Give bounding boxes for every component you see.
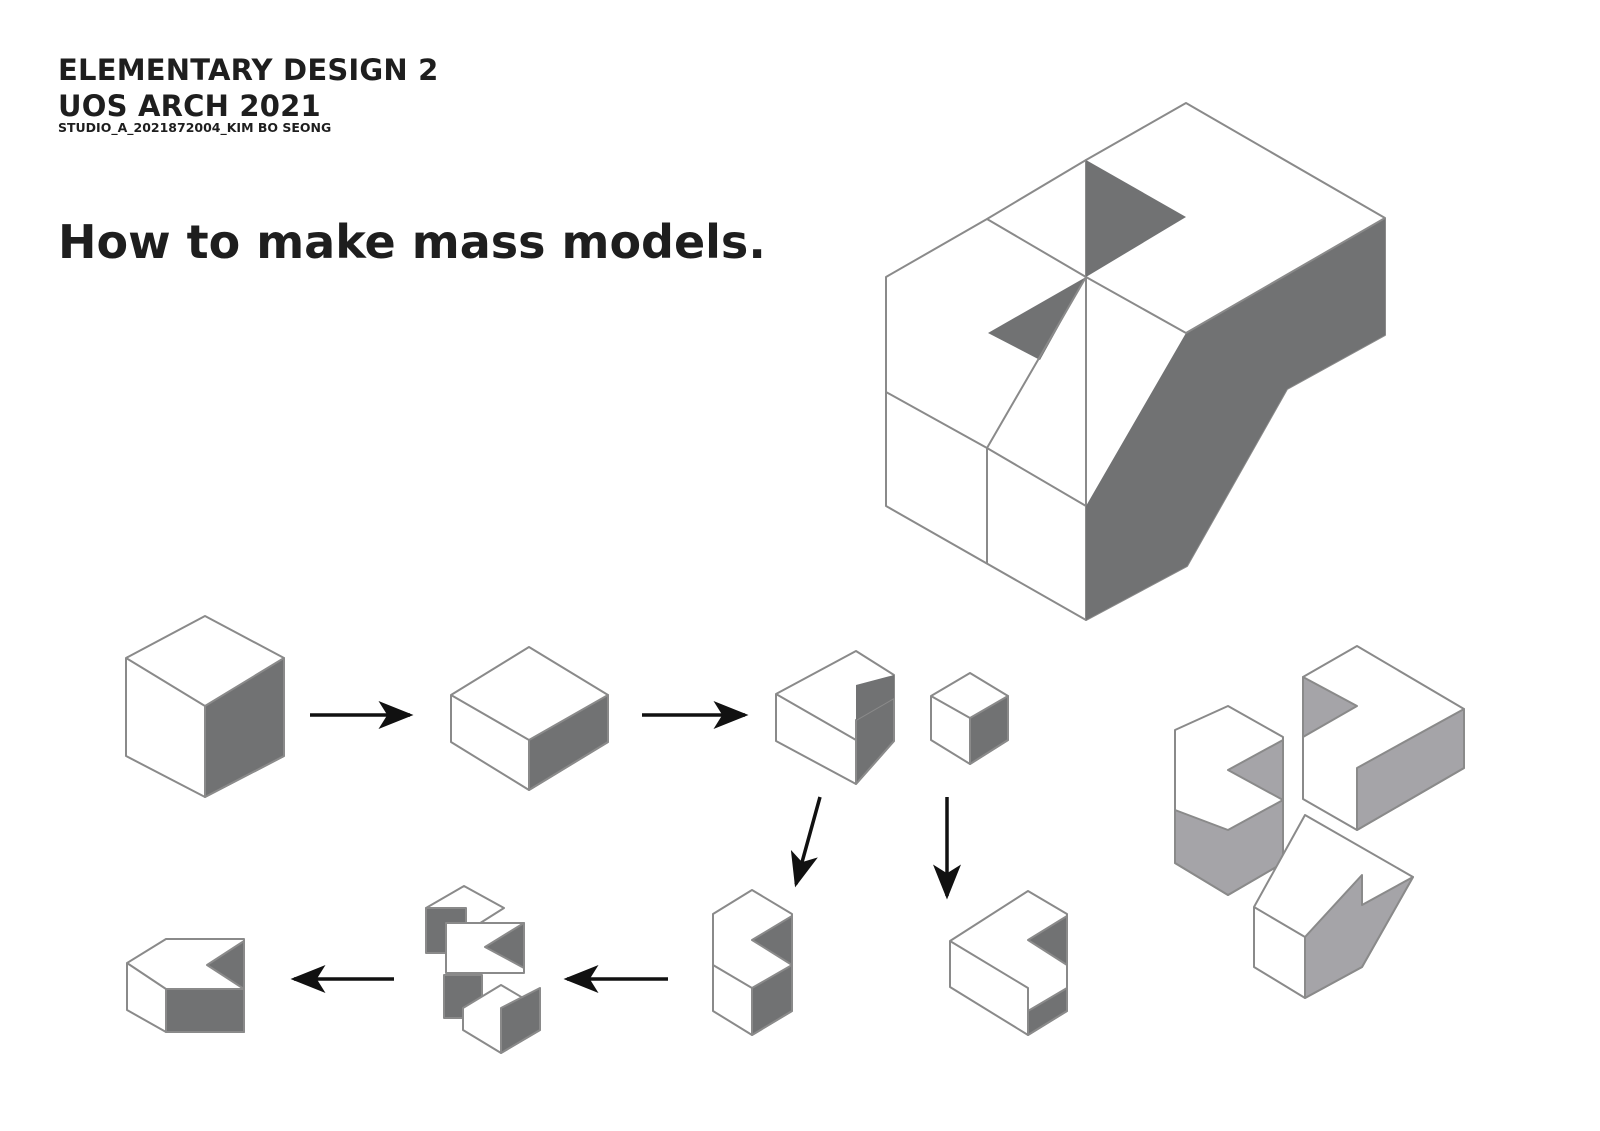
step-final-assembly — [126, 938, 245, 1033]
step-small-cube — [930, 672, 1009, 765]
school-year: UOS ARCH 2021 — [58, 89, 321, 123]
step-cube — [125, 615, 285, 798]
process-arrows — [290, 701, 961, 993]
studio-credit: STUDIO_A_2021872004_KIM BO SEONG — [58, 120, 332, 135]
step-stacked-notch — [712, 889, 793, 1036]
exploded-assembly — [1174, 645, 1465, 999]
arrow-down-left — [790, 796, 822, 888]
step-notched-slab — [949, 890, 1068, 1036]
step-flattened-block — [450, 646, 609, 791]
step-notched-block — [775, 650, 895, 785]
header: ELEMENTARY DESIGN 2 UOS ARCH 2021 STUDIO… — [58, 52, 439, 135]
course-title: ELEMENTARY DESIGN 2 — [58, 53, 439, 87]
final-mass-model — [885, 102, 1386, 621]
step-split-pieces — [425, 885, 541, 1054]
page-title: How to make mass models. — [58, 215, 766, 269]
